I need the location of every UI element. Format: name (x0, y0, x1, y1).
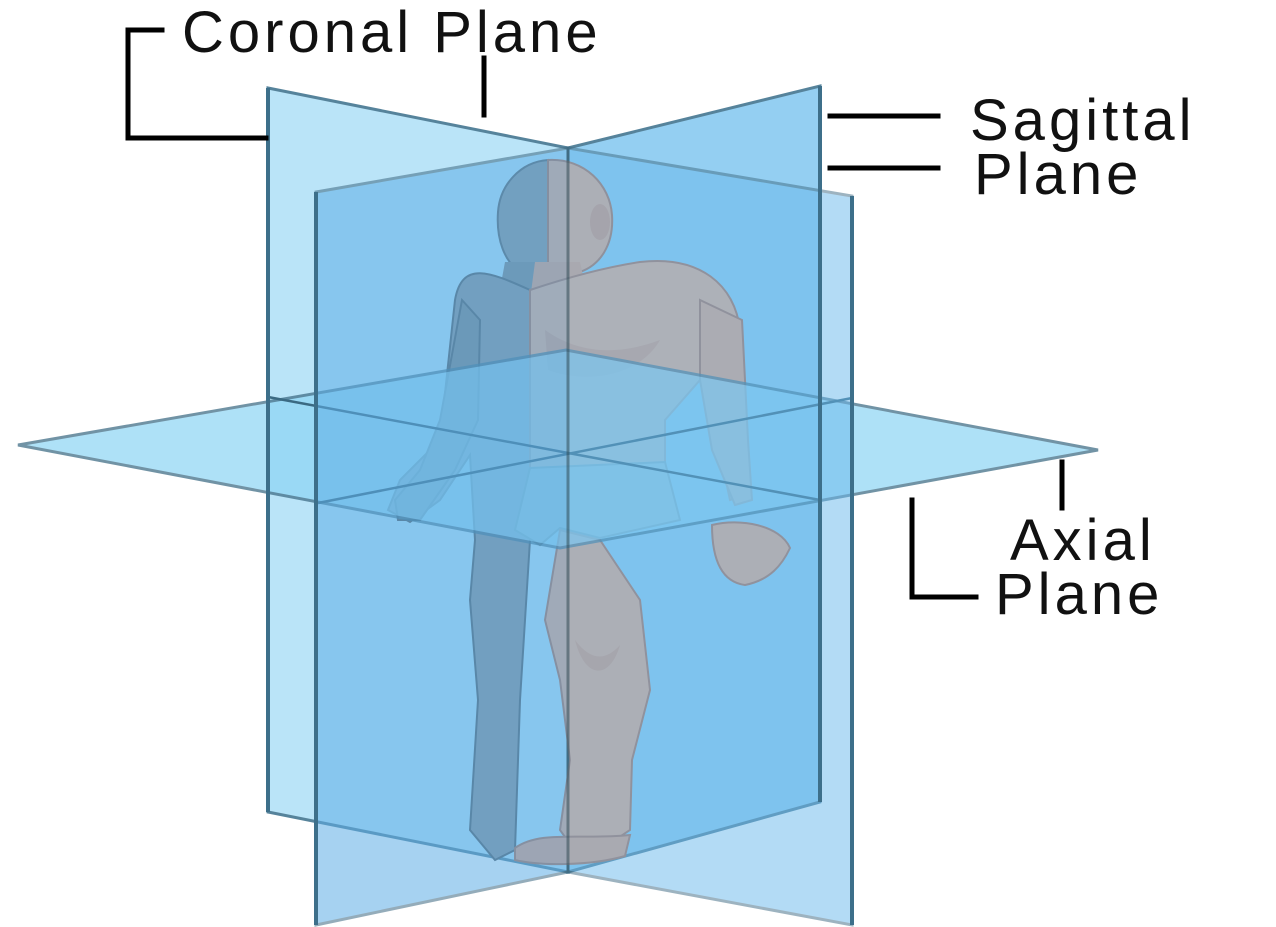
coronal-plane-front (568, 148, 852, 925)
sagittal-plane-label-line2: Plane (974, 142, 1142, 207)
axial-plane-label-line2: Plane (995, 562, 1163, 627)
axial-leader (912, 500, 976, 597)
coronal-plane-label: Coronal Plane (182, 0, 602, 65)
sagittal-plane-front (316, 148, 568, 925)
